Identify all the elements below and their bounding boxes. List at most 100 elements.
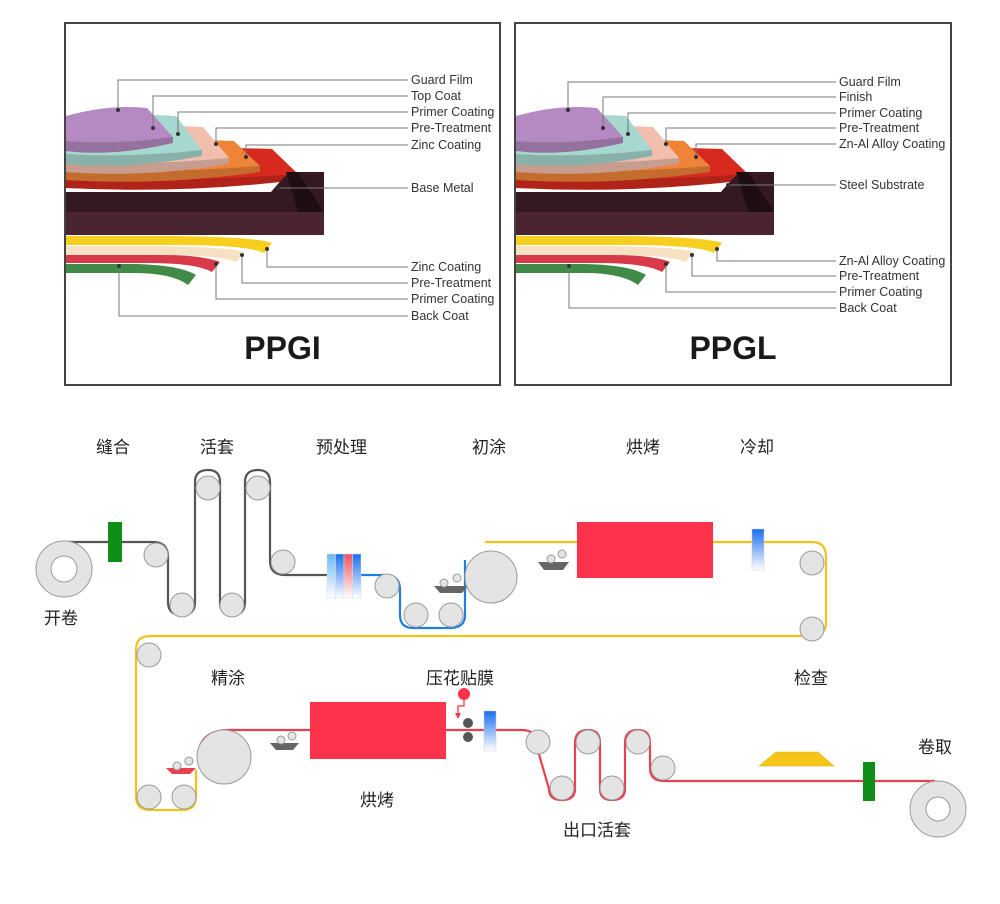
roller: [171, 784, 197, 810]
leader-dot: [601, 126, 605, 130]
ppgl-panel: Guard Film Finish Primer Coating Pre-Tre…: [514, 22, 952, 386]
base-metal-top: [66, 172, 324, 212]
step-pretreatment: 预处理: [316, 438, 367, 458]
pretreatment-tank-cell: [343, 553, 353, 599]
pickup-roller: [557, 549, 567, 559]
roller: [403, 602, 429, 628]
leader-line: [568, 266, 836, 309]
zinc-coating-layer-edge: [516, 174, 748, 190]
ppgi-label-zinc-coating: Zinc Coating: [411, 138, 482, 152]
step-cooling: 冷却: [740, 438, 774, 458]
ppgl-label-primer-coating: Primer Coating: [839, 106, 923, 120]
bottom-zinc-coating-layer: [66, 236, 272, 253]
uncoiler-core: [50, 555, 78, 583]
base-metal-top: [516, 172, 774, 212]
roller: [650, 755, 676, 781]
roller: [438, 602, 464, 628]
base-metal-side: [736, 172, 774, 212]
pickup-roller: [546, 554, 556, 564]
exit-looper-roller-top: [625, 729, 651, 755]
ppgi-label-base-metal: Base Metal: [411, 181, 474, 195]
leader-dot: [566, 108, 570, 112]
ppgi-layer-diagram: [66, 79, 408, 317]
exit-looper-roller-bottom: [549, 775, 575, 801]
oven-primer: [577, 522, 713, 578]
looper-roller-bottom: [219, 592, 245, 618]
ppgi-label-primer-coating: Primer Coating: [411, 105, 495, 119]
back-coat-layer: [66, 264, 196, 285]
looper-roller-top: [195, 475, 221, 501]
step-emboss-laminate: 压花贴膜: [426, 669, 494, 689]
pretreatment-tank-cell: [335, 553, 345, 599]
primer-coater-pan-2: [538, 562, 569, 570]
pickup-roller: [172, 761, 182, 771]
ppgl-label-guard-film: Guard Film: [839, 75, 901, 89]
ppgi-title: PPGI: [244, 330, 321, 366]
leader-dot: [244, 155, 248, 159]
embossing-roller-bottom: [463, 732, 473, 742]
pretreatment-tank-cell: [352, 553, 362, 599]
ppgl-label-pre-treatment: Pre-Treatment: [839, 121, 920, 135]
bottom-pre-treatment-layer: [66, 246, 244, 262]
primer-coating-layer-edge: [516, 158, 679, 174]
leader-line: [627, 112, 836, 134]
step-inspection: 检查: [794, 669, 828, 689]
leader-dot: [690, 253, 694, 257]
leader-line: [152, 95, 408, 128]
pre-treatment-layer-edge: [516, 166, 710, 182]
leader-dot: [694, 155, 698, 159]
step-finish-coat: 精涂: [211, 669, 245, 689]
embossing-roller-top: [463, 718, 473, 728]
guard-film-layer-edge: [66, 137, 173, 153]
ppgi-label-guard-film: Guard Film: [411, 73, 473, 87]
step-bake-1: 烘烤: [626, 438, 660, 458]
leader-line: [691, 255, 836, 277]
step-exit-looper: 出口活套: [563, 821, 631, 841]
ppgl-label-back-coat: Back Coat: [839, 301, 897, 315]
roller: [525, 729, 551, 755]
leader-line: [665, 264, 836, 293]
primer-coater-pan: [434, 586, 468, 593]
step-stitch: 缝合: [96, 438, 130, 458]
leader-dot: [176, 132, 180, 136]
leader-line: [665, 127, 836, 144]
roller: [799, 550, 825, 576]
pickup-roller: [276, 735, 286, 745]
ppgi-label-top-coat: Top Coat: [411, 89, 462, 103]
roller: [136, 642, 162, 668]
finish-coater-pan: [166, 768, 196, 774]
leader-dot: [276, 186, 280, 190]
coating-line-diagram: 缝合 活套 预处理 初涂 烘烤 冷却 开卷 精涂 压花贴膜 检查 卷取 烘烤 出…: [0, 400, 1000, 900]
looper-roller-top: [245, 475, 271, 501]
ppgl-label-steel-substrate: Steel Substrate: [839, 178, 925, 192]
base-metal-layer: [66, 212, 324, 235]
ppgi-label-bottom-pre-treatment: Pre-Treatment: [411, 276, 492, 290]
leader-dot: [151, 126, 155, 130]
cooling-unit-2: [483, 710, 497, 752]
leader-line: [117, 79, 408, 110]
exit-looper-roller-bottom: [599, 775, 625, 801]
back-coat-layer: [516, 264, 646, 285]
pickup-roller: [439, 578, 449, 588]
film-feed-arrowhead: [455, 713, 461, 719]
ppgl-label-bottom-primer-coating: Primer Coating: [839, 285, 923, 299]
leader-dot: [240, 253, 244, 257]
strip-primed: [134, 540, 828, 812]
leader-line: [716, 249, 836, 262]
leader-line: [567, 81, 836, 110]
top-coat-layer-edge: [66, 150, 202, 166]
leader-dot: [116, 108, 120, 112]
pickup-roller: [287, 731, 297, 741]
ppgi-label-back-coat: Back Coat: [411, 309, 469, 323]
bottom-primer-coating-layer: [66, 254, 220, 272]
bottom-pre-treatment-layer: [516, 246, 694, 262]
leader-line: [602, 96, 836, 128]
looper-roller-bottom: [169, 592, 195, 618]
ppgi-label-pre-treatment: Pre-Treatment: [411, 121, 492, 135]
inspection-lamp: [758, 751, 835, 767]
leader-line: [241, 255, 408, 284]
exit-shear: [863, 762, 875, 801]
roller: [136, 784, 162, 810]
film-feed-arrow: [457, 700, 465, 716]
leader-dot: [214, 142, 218, 146]
